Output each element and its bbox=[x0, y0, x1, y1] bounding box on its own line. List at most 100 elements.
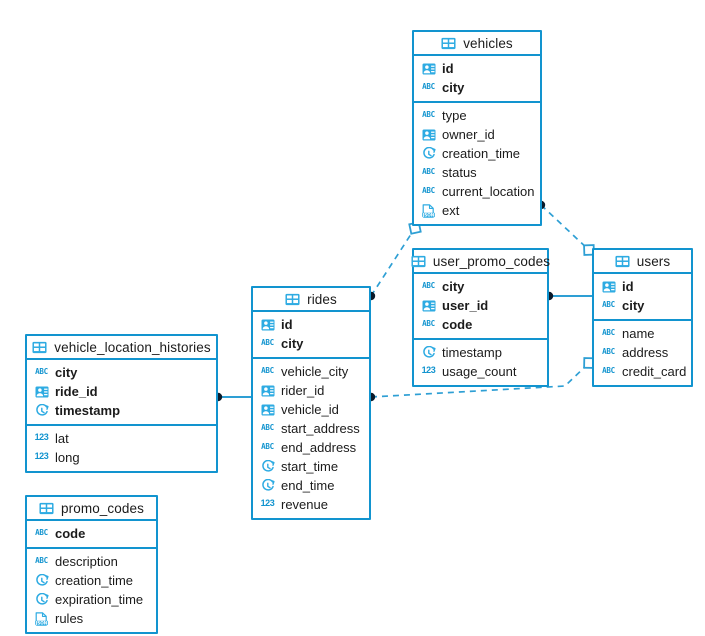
entity-header[interactable]: users bbox=[594, 250, 691, 274]
field-label: lat bbox=[55, 431, 69, 446]
field-label: city bbox=[55, 365, 78, 380]
field-label: description bbox=[55, 554, 118, 569]
clock-icon bbox=[421, 146, 436, 161]
abc-icon: ABC bbox=[422, 109, 435, 119]
field-row[interactable]: vehicle_id bbox=[253, 400, 369, 419]
entity-header[interactable]: promo_codes bbox=[27, 497, 156, 521]
relationship-vehicles-to-users[interactable] bbox=[536, 200, 595, 256]
field-row[interactable]: rider_id bbox=[253, 381, 369, 400]
field-label: code bbox=[442, 317, 473, 332]
abc-icon: ABC bbox=[35, 366, 48, 376]
field-row[interactable]: start_time bbox=[253, 457, 369, 476]
field-row[interactable]: id bbox=[414, 59, 540, 78]
key-person-icon bbox=[260, 402, 275, 417]
table-icon bbox=[39, 501, 54, 516]
field-label: code bbox=[55, 526, 86, 541]
field-row[interactable]: timestamp bbox=[27, 401, 216, 420]
field-row[interactable]: creation_time bbox=[27, 571, 156, 590]
field-label: creation_time bbox=[442, 146, 521, 161]
abc-icon: ABC bbox=[35, 527, 48, 537]
relationship-line bbox=[540, 204, 590, 251]
field-label: name bbox=[622, 326, 655, 341]
field-row[interactable]: id bbox=[594, 277, 691, 296]
entity-title: rides bbox=[307, 291, 337, 307]
table-icon bbox=[411, 254, 426, 269]
abc-icon: ABC bbox=[261, 365, 274, 375]
json-icon: JSON bbox=[34, 611, 49, 626]
number-icon: 123 bbox=[34, 451, 49, 461]
field-label: start_time bbox=[281, 459, 339, 474]
field-label: ride_id bbox=[55, 384, 98, 399]
entity-title: vehicles bbox=[463, 35, 513, 51]
field-row[interactable]: end_time bbox=[253, 476, 369, 495]
key-person-icon bbox=[421, 61, 436, 76]
abc-icon: ABC bbox=[422, 166, 435, 176]
table-icon bbox=[285, 292, 300, 307]
field-row[interactable]: ride_id bbox=[27, 382, 216, 401]
entity-title: user_promo_codes bbox=[432, 253, 551, 269]
field-row[interactable]: ABC current_location bbox=[414, 182, 540, 201]
abc-icon: ABC bbox=[261, 337, 274, 347]
entity-header[interactable]: vehicle_location_histories bbox=[27, 336, 216, 360]
field-row[interactable]: user_id bbox=[414, 296, 547, 315]
key-person-icon bbox=[260, 317, 275, 332]
entity-header[interactable]: user_promo_codes bbox=[411, 250, 551, 274]
abc-icon: ABC bbox=[422, 318, 435, 328]
field-label: city bbox=[442, 80, 465, 95]
field-row[interactable]: 123 revenue bbox=[253, 495, 369, 514]
field-row[interactable]: owner_id bbox=[414, 125, 540, 144]
number-icon: 123 bbox=[260, 498, 275, 508]
field-row[interactable]: ABC city bbox=[27, 363, 216, 382]
key-person-icon bbox=[260, 383, 275, 398]
clock-icon bbox=[34, 592, 49, 607]
field-label: current_location bbox=[442, 184, 535, 199]
relationship-vehicle_location_histories-to-rides[interactable] bbox=[213, 392, 251, 402]
field-label: creation_time bbox=[55, 573, 134, 588]
entity-header[interactable]: rides bbox=[253, 288, 369, 312]
field-row[interactable]: timestamp bbox=[414, 343, 547, 362]
relationship-user_promo_codes-to-users[interactable] bbox=[544, 291, 592, 301]
field-label: revenue bbox=[281, 497, 328, 512]
field-label: city bbox=[281, 336, 304, 351]
field-row[interactable]: ABC code bbox=[414, 315, 547, 334]
field-row[interactable]: id bbox=[253, 315, 369, 334]
field-label: city bbox=[442, 279, 465, 294]
entity-header[interactable]: vehicles bbox=[414, 32, 540, 56]
field-row[interactable]: creation_time bbox=[414, 144, 540, 163]
field-label: credit_card bbox=[622, 364, 687, 379]
field-row[interactable]: ABC city bbox=[253, 334, 369, 353]
field-row[interactable]: ABC code bbox=[27, 524, 156, 543]
clock-icon bbox=[421, 345, 436, 360]
field-row[interactable]: expiration_time bbox=[27, 590, 156, 609]
table-icon bbox=[441, 36, 456, 51]
abc-icon: ABC bbox=[422, 185, 435, 195]
